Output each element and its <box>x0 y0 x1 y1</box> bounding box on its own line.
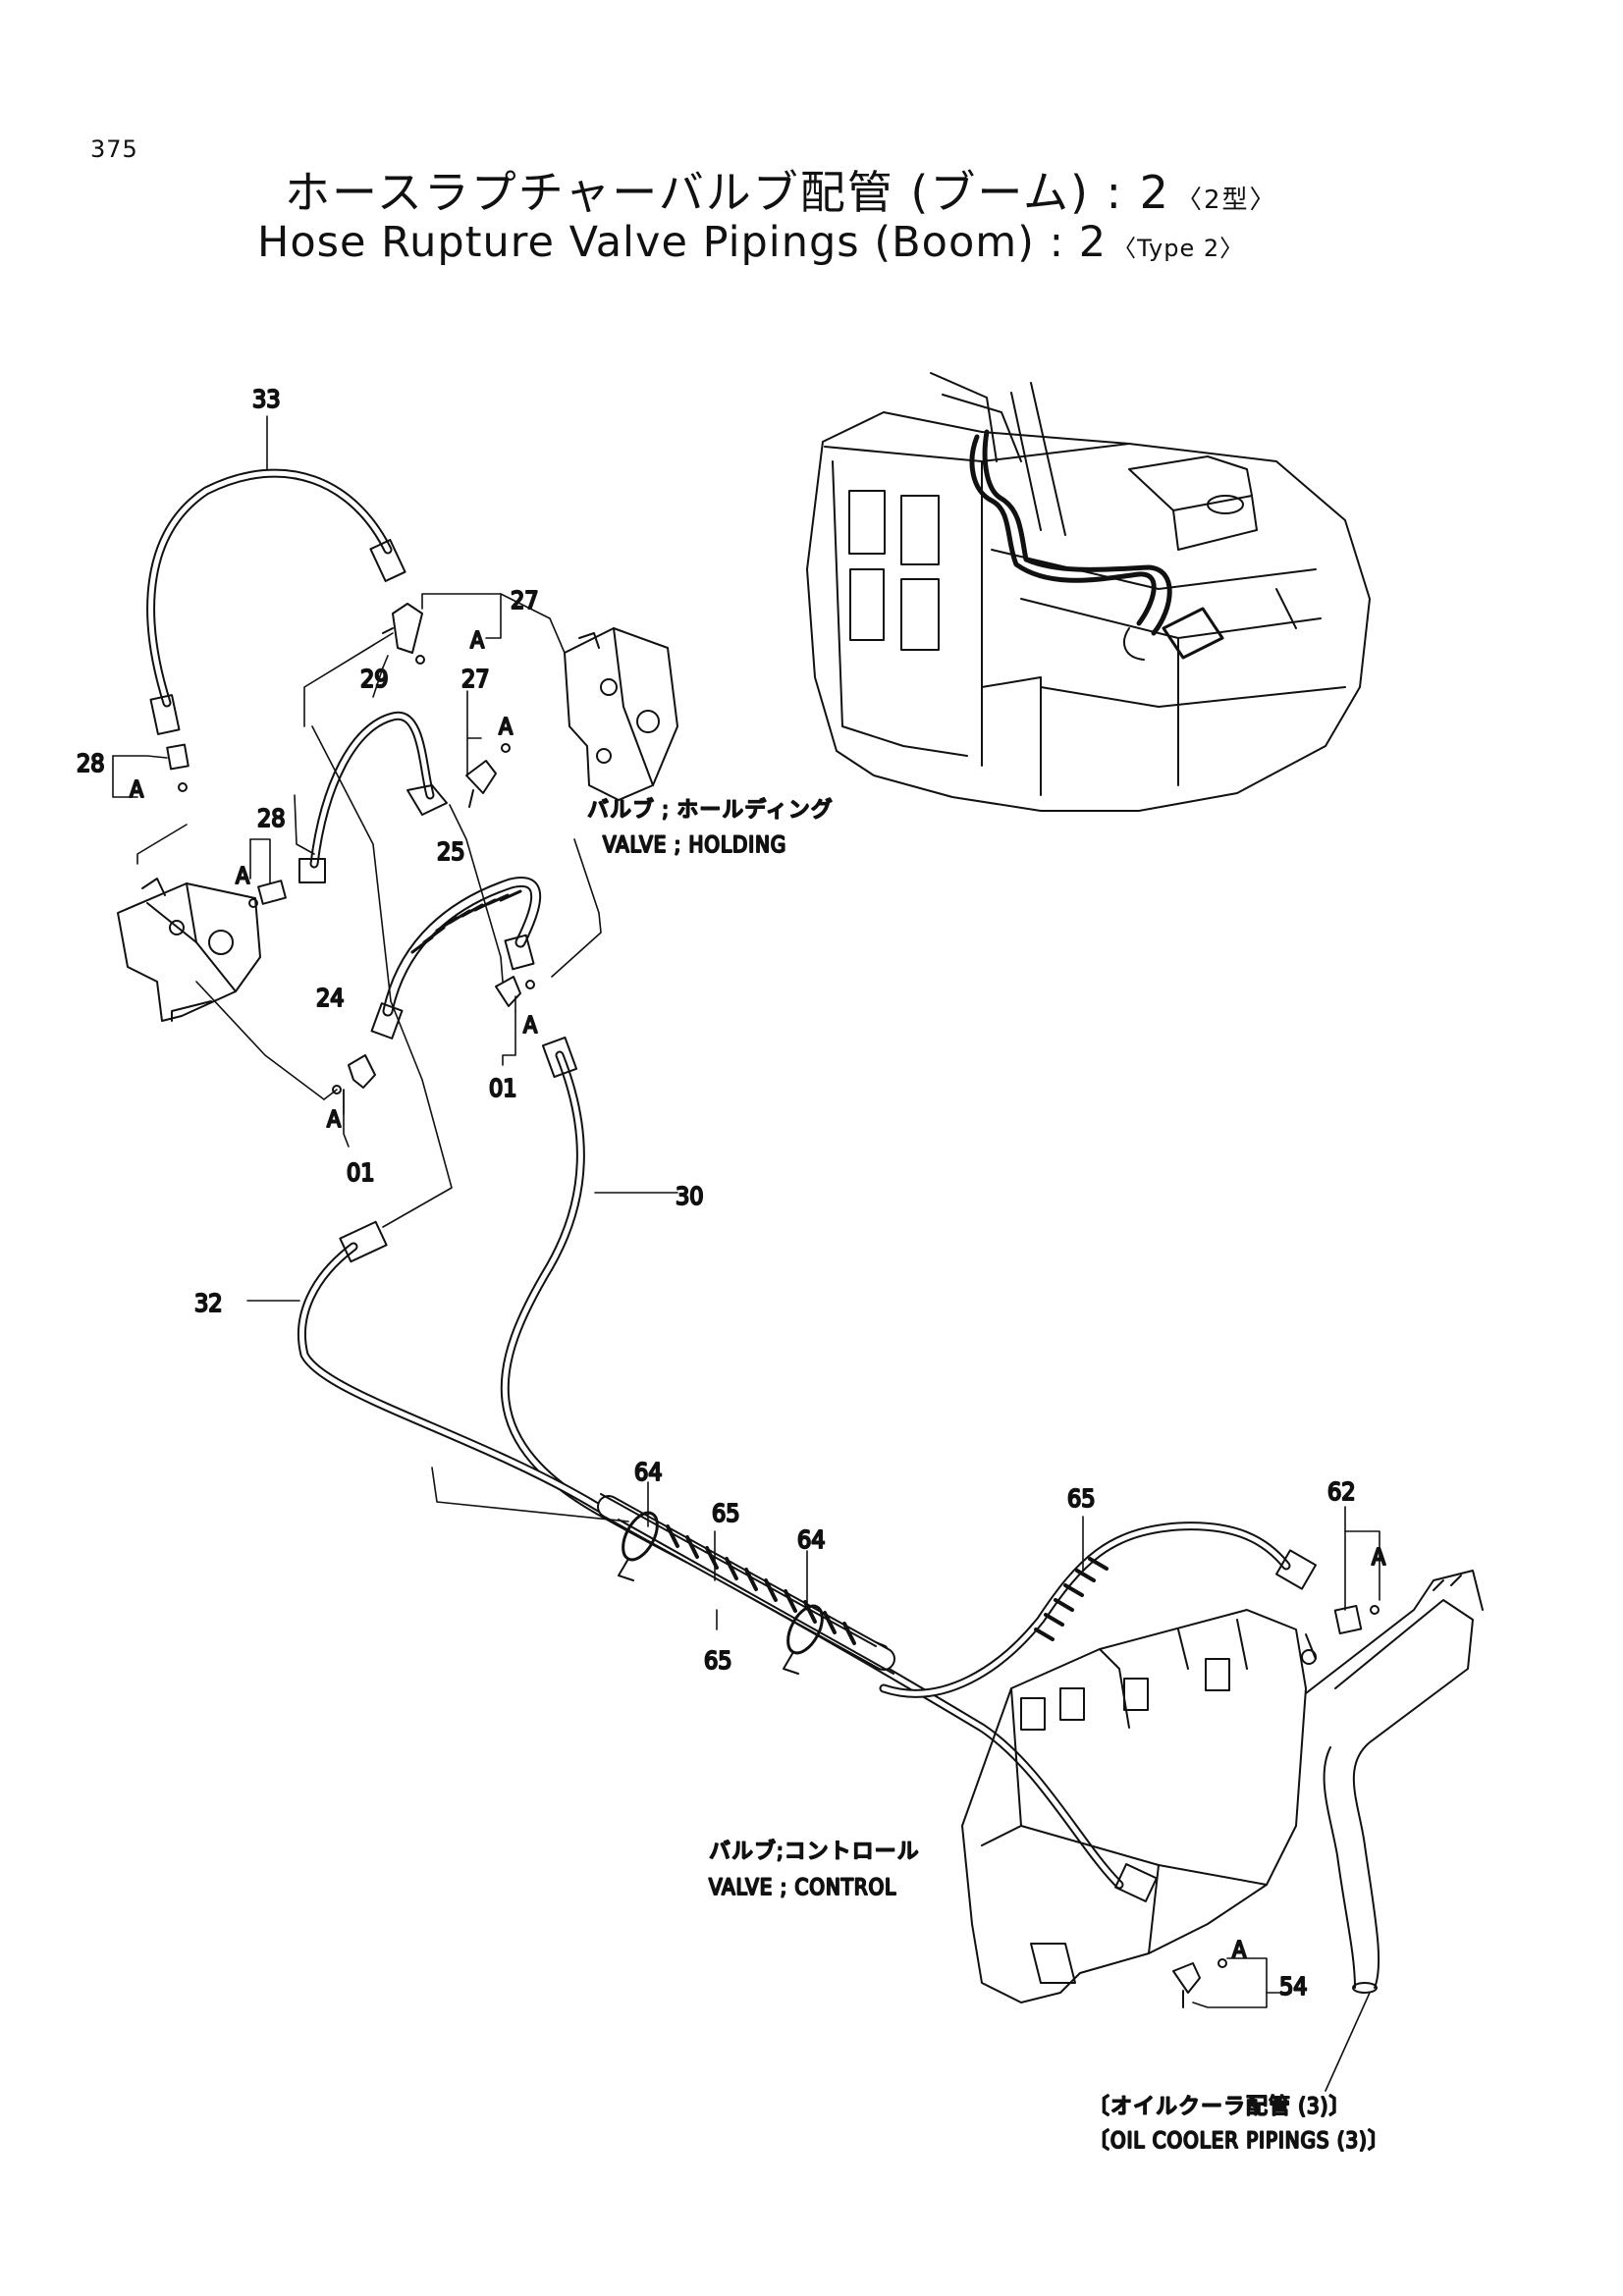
part-label-33: 33 <box>252 385 281 413</box>
ref-marker-a: A <box>523 1013 537 1039</box>
part-label-27-middle: 27 <box>461 665 490 693</box>
holding-valve-right <box>564 627 678 801</box>
fitting-62 <box>1333 1604 1380 1635</box>
part-label-65-top: 65 <box>712 1499 740 1527</box>
part-label-54: 54 <box>1279 1972 1308 2001</box>
clamp-64-right <box>783 1604 824 1675</box>
hose-65-branch <box>879 1522 1317 1698</box>
oil-cooler-pipe <box>1305 1570 1484 1994</box>
title-japanese-type: 〈2型〉 <box>1175 186 1277 215</box>
clamp-64-left <box>618 1511 659 1581</box>
ref-marker-a: A <box>499 715 513 740</box>
title-japanese: ホースラプチャーバルブ配管 (ブーム) : 2〈2型〉 <box>285 157 1276 222</box>
title-english-text: Hose Rupture Valve Pipings (Boom) : 2 <box>257 218 1108 267</box>
caption-control-valve-jp: バルブ;コントロール <box>709 1840 920 1864</box>
holding-valve-left <box>117 878 261 1022</box>
caption-oil-cooler-en: 〔OIL COOLER PIPINGS (3)〕 <box>1088 2129 1390 2154</box>
caption-holding-valve-en: VALVE ; HOLDING <box>603 833 786 858</box>
part-label-64-right: 64 <box>797 1525 826 1554</box>
part-label-28-middle: 28 <box>257 804 286 832</box>
title-english: Hose Rupture Valve Pipings (Boom) : 2〈Ty… <box>257 218 1244 267</box>
ref-marker-a: A <box>1232 1938 1246 1963</box>
hose-33 <box>146 468 406 735</box>
fitting-01-right <box>495 976 535 1007</box>
ref-marker-a: A <box>130 777 143 803</box>
hose-bundle-65 <box>597 1493 895 1675</box>
fitting-27-top <box>382 603 425 665</box>
ref-marker-a: A <box>1372 1545 1385 1571</box>
ref-marker-a: A <box>470 628 484 654</box>
part-label-29: 29 <box>360 665 389 693</box>
part-label-01-left: 01 <box>347 1158 375 1187</box>
part-label-30: 30 <box>676 1182 704 1210</box>
part-label-65-branch: 65 <box>1067 1484 1096 1513</box>
hose-25 <box>370 876 542 1040</box>
page-number: 375 <box>90 135 138 163</box>
part-label-25: 25 <box>437 837 465 866</box>
part-label-64-left: 64 <box>634 1458 663 1486</box>
fitting-54 <box>1172 1958 1227 2008</box>
fitting-28-left <box>166 743 189 792</box>
part-label-28-left: 28 <box>77 749 105 777</box>
leader-lines <box>112 415 1380 2092</box>
part-label-65-bottom: 65 <box>704 1646 732 1675</box>
title-english-type: 〈Type 2〉 <box>1112 235 1245 262</box>
caption-control-valve-en: VALVE ; CONTROL <box>709 1876 896 1900</box>
part-label-01-right: 01 <box>489 1074 517 1102</box>
fitting-27-middle <box>465 743 511 808</box>
part-label-27-top: 27 <box>511 586 539 614</box>
fitting-01-left <box>332 1054 376 1095</box>
excavator-overview-illustration <box>806 372 1371 812</box>
part-label-24: 24 <box>316 984 345 1012</box>
hose-29 <box>298 711 448 883</box>
control-valve <box>961 1609 1317 2003</box>
part-label-32: 32 <box>194 1289 223 1317</box>
part-label-62: 62 <box>1327 1477 1356 1506</box>
ref-marker-a: A <box>236 864 249 889</box>
caption-holding-valve-jp: バルブ ; ホールディング <box>587 798 834 823</box>
ref-marker-a: A <box>327 1107 341 1133</box>
title-japanese-text: ホースラプチャーバルブ配管 (ブーム) : 2 <box>285 166 1170 219</box>
caption-oil-cooler-jp: 〔オイルクーラ配管 (3)〕 <box>1088 2095 1351 2119</box>
